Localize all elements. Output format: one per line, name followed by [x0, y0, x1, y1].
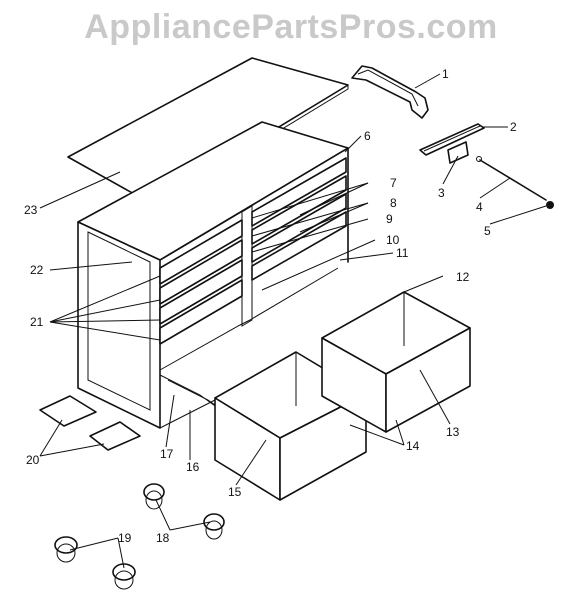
- callout-19: 19: [118, 531, 132, 545]
- cabinet-body: [77, 121, 349, 429]
- mounting-plate-part-20: [39, 395, 141, 451]
- handle-part-1: [351, 65, 429, 119]
- rod-part-4: [476, 156, 547, 201]
- callout-9: 9: [386, 212, 393, 226]
- callout-10: 10: [386, 233, 400, 247]
- callout-14: 14: [406, 439, 420, 453]
- caster-part-18: [143, 483, 225, 540]
- callout-labels: 1 2 3 4 5 6 7 8 9 10 11 12 13 14 15 16 1…: [24, 67, 517, 545]
- callout-12: 12: [456, 270, 470, 284]
- callout-3: 3: [438, 186, 445, 200]
- callout-17: 17: [160, 447, 174, 461]
- callout-11: 11: [396, 246, 409, 260]
- callout-5: 5: [484, 224, 491, 238]
- callout-8: 8: [390, 196, 397, 210]
- bracket-part-3: [447, 141, 469, 164]
- watermark: AppliancePartsPros.com: [84, 8, 498, 46]
- callout-16: 16: [186, 460, 200, 474]
- callout-15: 15: [228, 485, 242, 499]
- callout-7: 7: [390, 176, 397, 190]
- right-big-drawer-part-13: [321, 291, 471, 433]
- callout-1: 1: [442, 67, 449, 81]
- callout-4: 4: [476, 200, 483, 214]
- nut-part-5: [546, 201, 554, 209]
- callout-23: 23: [24, 203, 38, 217]
- callout-21: 21: [30, 315, 44, 329]
- callout-2: 2: [510, 120, 517, 134]
- callout-20: 20: [26, 453, 40, 467]
- callout-18: 18: [156, 531, 170, 545]
- leader-lines: [39, 73, 547, 569]
- callout-13: 13: [446, 425, 460, 439]
- callout-6: 6: [364, 129, 371, 143]
- rail-part-2: [419, 123, 485, 156]
- callout-22: 22: [30, 263, 44, 277]
- left-drawer-fronts-part-21: [159, 219, 243, 345]
- caster-part-19: [54, 536, 136, 590]
